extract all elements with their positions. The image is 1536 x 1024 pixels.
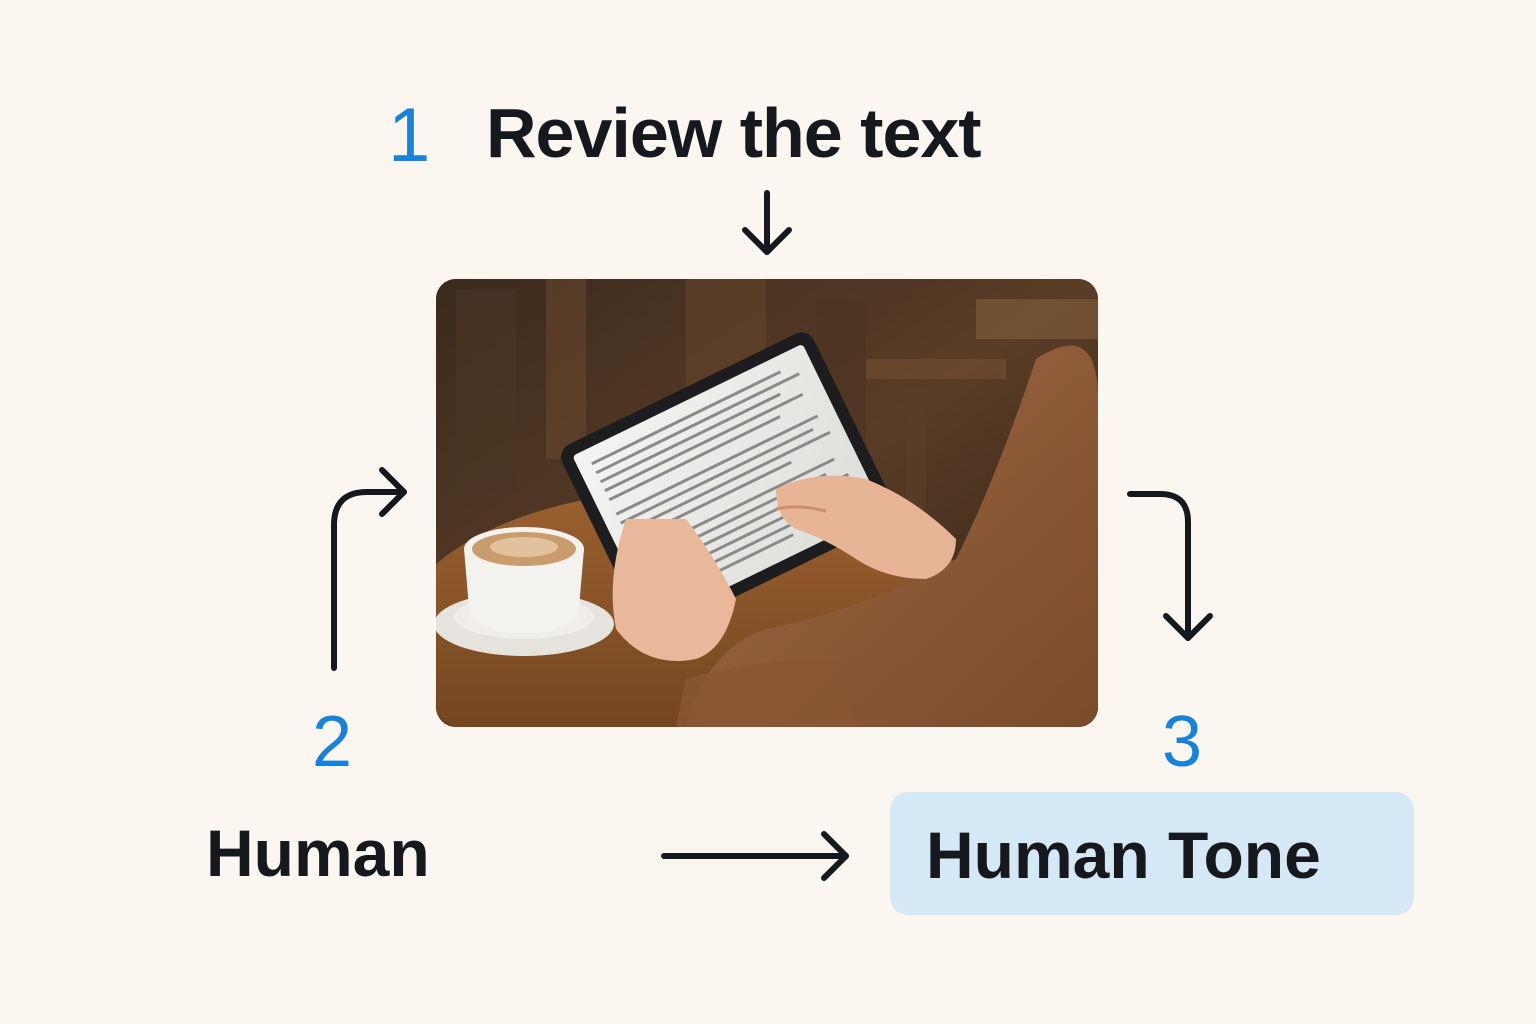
step-number-2: 2 xyxy=(312,702,353,782)
arrow-right-down-icon xyxy=(1127,491,1213,641)
arrow-down-icon xyxy=(742,190,792,255)
arrow-right-icon xyxy=(661,831,849,881)
step-number-1: 1 xyxy=(388,93,431,178)
result-highlight-box: Human Tone xyxy=(890,792,1414,915)
arrow-up-right-icon xyxy=(331,467,407,671)
step-number-3: 3 xyxy=(1162,702,1203,782)
step-3-label: Human Tone xyxy=(926,818,1321,892)
photo-tablet-reading xyxy=(436,279,1098,727)
step-2-label: Human xyxy=(206,816,430,890)
step-1-title: Review the text xyxy=(486,94,982,172)
photo-illustration xyxy=(436,279,1098,727)
